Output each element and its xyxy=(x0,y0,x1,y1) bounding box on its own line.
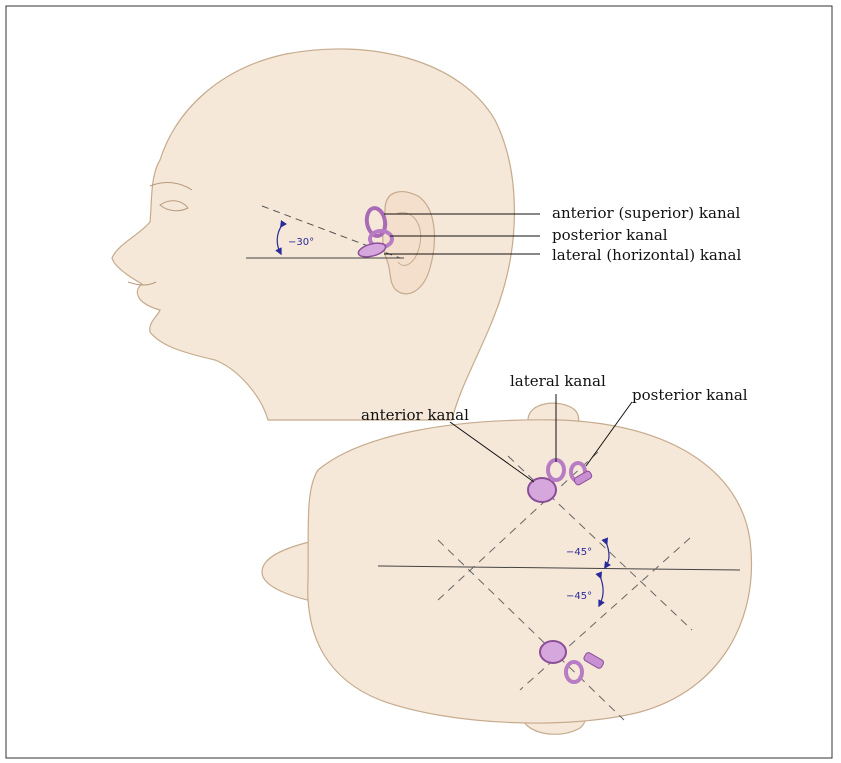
top-head xyxy=(262,403,752,734)
side-head xyxy=(112,49,514,420)
label-anterior-superior-kanal: anterior (superior) kanal xyxy=(552,204,741,222)
angle-label-45-upper: −45° xyxy=(566,547,592,558)
label-top-anterior-kanal: anterior kanal xyxy=(361,406,469,424)
angle-label-30: −30° xyxy=(288,237,314,248)
label-posterior-kanal: posterior kanal xyxy=(552,226,668,244)
angle-label-45-lower: −45° xyxy=(566,591,592,602)
top-skull xyxy=(308,420,752,723)
head-profile xyxy=(112,49,514,420)
label-top-posterior-kanal: posterior kanal xyxy=(632,386,748,404)
label-top-lateral-kanal: lateral kanal xyxy=(510,372,606,390)
label-lateral-horizontal-kanal: lateral (horizontal) kanal xyxy=(552,246,741,264)
